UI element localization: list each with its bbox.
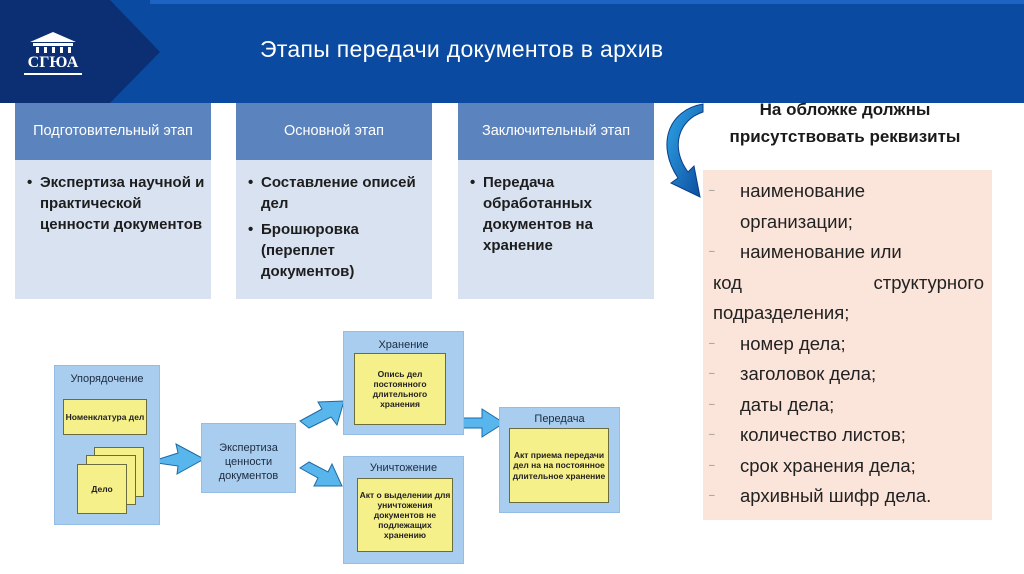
list-item: –даты дела; bbox=[709, 393, 835, 415]
diagram-ordering-title: Упорядочение bbox=[70, 373, 144, 385]
stage-title: Подготовительный этап bbox=[15, 103, 211, 160]
storage-doc: Опись дел постоянного длительного хранен… bbox=[354, 353, 446, 425]
diagram-expertise: Экспертиза ценности документов bbox=[201, 423, 296, 493]
diagram-arrow-icon bbox=[299, 461, 343, 487]
requisites-list: –наименование организации; –наименование… bbox=[703, 170, 992, 520]
transfer-doc: Акт приема передачи дел на на постоянное… bbox=[509, 428, 609, 503]
diagram-arrow-icon bbox=[461, 408, 505, 438]
header-bar: СГЮА Этапы передачи документов в архив bbox=[0, 0, 1024, 103]
diagram-destruction-title: Уничтожение bbox=[369, 462, 438, 474]
diagram-storage-title: Хранение bbox=[378, 339, 429, 351]
curved-arrow-icon bbox=[666, 103, 704, 198]
list-item: организации; bbox=[740, 210, 853, 232]
list-item: –срок хранения дела; bbox=[709, 454, 916, 476]
list-item: –архивный шифр дела. bbox=[709, 485, 932, 506]
stage-preparatory: Подготовительный этап •Экспертиза научно… bbox=[15, 103, 211, 299]
stage-title: Заключительный этап bbox=[458, 103, 654, 160]
list-item: –номер дела; bbox=[709, 332, 846, 354]
list-item: –наименование или bbox=[709, 241, 902, 262]
stage-title: Основной этап bbox=[236, 103, 432, 160]
stage-item: •Экспертиза научной и практической ценно… bbox=[27, 174, 205, 233]
stage-item: •Брошюровка (переплет документов) bbox=[248, 221, 359, 280]
stage-item: •Передача обработанных документов на хра… bbox=[470, 174, 593, 254]
requisites-title: На обложке должны присутствовать реквизи… bbox=[729, 100, 961, 147]
stage-item: •Составление описей дел bbox=[248, 174, 416, 212]
list-item: –количество листов; bbox=[709, 424, 906, 445]
diagram-transfer-title: Передача bbox=[534, 413, 585, 425]
list-item: код структурного bbox=[713, 271, 984, 293]
stage-final: Заключительный этап •Передача обработанн… bbox=[458, 103, 654, 299]
list-item: подразделения; bbox=[713, 302, 850, 323]
destruction-doc: Акт о выделении для уничтожения документ… bbox=[357, 478, 453, 552]
stage-main: Основной этап •Составление описей дел •Б… bbox=[236, 103, 432, 299]
logo-text: СГЮА bbox=[27, 54, 79, 71]
list-item: –заголовок дела; bbox=[709, 363, 877, 384]
logo-building-icon bbox=[24, 32, 82, 75]
diagram-expertise-title: Экспертиза ценности документов bbox=[218, 442, 279, 482]
page-title: Этапы передачи документов в архив bbox=[260, 36, 664, 62]
header-graphic bbox=[0, 0, 1024, 103]
nomenclature-doc: Номенклатура дел bbox=[63, 399, 147, 435]
diagram-ordering: Упорядочение bbox=[54, 365, 160, 525]
diagram-arrow-icon bbox=[299, 400, 345, 429]
list-item: –наименование bbox=[709, 180, 866, 201]
case-doc: Дело bbox=[77, 464, 127, 514]
